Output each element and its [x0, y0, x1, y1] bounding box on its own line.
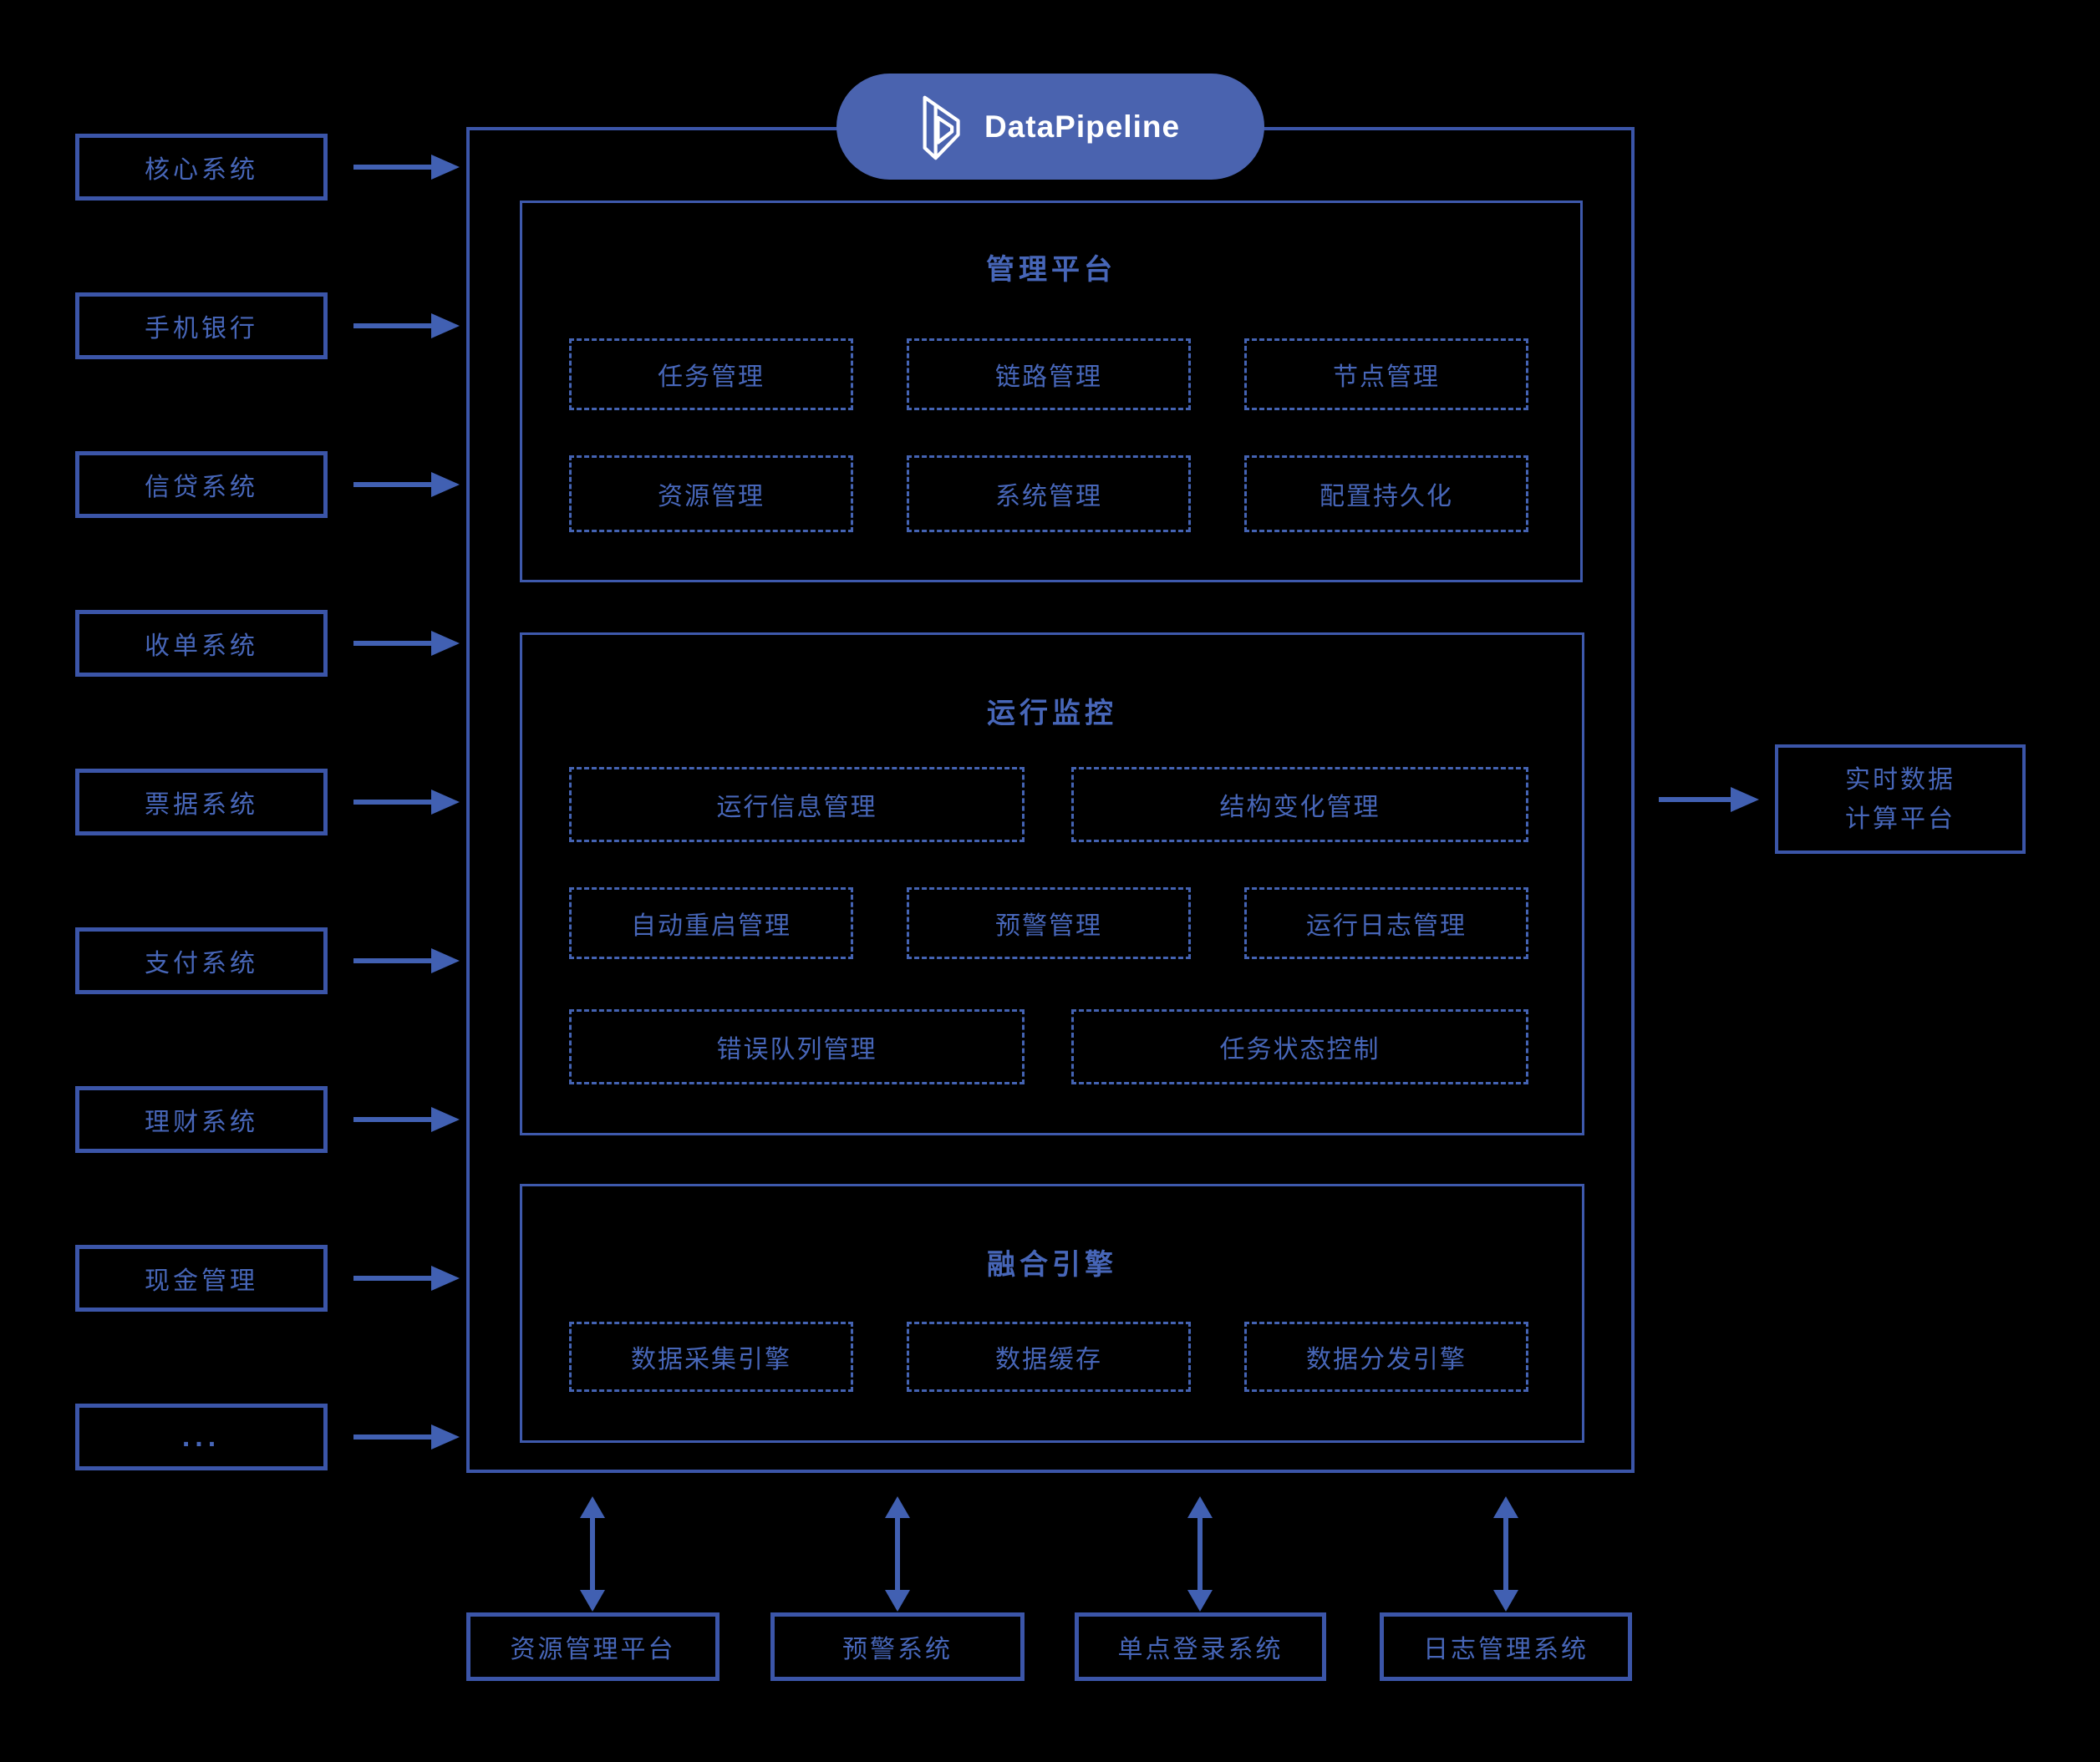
brand-pill: DataPipeline: [836, 74, 1264, 180]
source-box-bill-system: 票据系统: [75, 769, 328, 835]
section-title: 融合引擎: [987, 1249, 1117, 1281]
arrow-shaft: [353, 482, 433, 487]
feature-box-data-cache: 数据缓存: [907, 1322, 1191, 1392]
section-management-platform: 管理平台 任务管理 链路管理 节点管理 资源管理 系统管理 配置持久化: [520, 201, 1583, 582]
arrow-shaft: [1659, 797, 1732, 802]
arrow-shaft: [353, 1117, 433, 1122]
bottom-box-log-management-system: 日志管理系统: [1380, 1612, 1632, 1681]
target-arrow: [1659, 787, 1765, 812]
source-arrow-1: [353, 155, 460, 180]
bottom-arrow-4: [1493, 1496, 1518, 1612]
section-title: 运行监控: [987, 698, 1117, 729]
arrow-head-up-icon: [1493, 1496, 1518, 1518]
feature-box-data-collection-engine: 数据采集引擎: [569, 1322, 853, 1392]
brand-name: DataPipeline: [984, 109, 1181, 144]
source-box-payment-system: 支付系统: [75, 927, 328, 994]
source-arrow-4: [353, 631, 460, 656]
feature-box-error-queue-management: 错误队列管理: [569, 1009, 1025, 1084]
feature-box-node-management: 节点管理: [1244, 338, 1528, 410]
source-box-acquiring-system: 收单系统: [75, 610, 328, 677]
feature-box-alert-management: 预警管理: [907, 887, 1191, 959]
target-line-2: 计算平台: [1845, 805, 1955, 833]
source-arrow-2: [353, 313, 460, 338]
source-box-wealth-system: 理财系统: [75, 1086, 328, 1153]
bottom-arrow-3: [1187, 1496, 1213, 1612]
target-line-1: 实时数据: [1845, 765, 1955, 794]
feature-box-resource-management: 资源管理: [569, 455, 853, 532]
arrow-shaft: [353, 1276, 433, 1281]
arrow-shaft: [895, 1515, 900, 1593]
arrow-head-icon: [431, 1266, 460, 1291]
arrow-head-icon: [431, 1107, 460, 1132]
bottom-arrow-2: [885, 1496, 910, 1612]
target-box-realtime-computing-platform: 实时数据 计算平台: [1775, 744, 2026, 854]
arrow-shaft: [1503, 1515, 1508, 1593]
datapipeline-logo-icon: [923, 95, 960, 160]
arrow-head-up-icon: [1187, 1496, 1213, 1518]
arrow-head-icon: [431, 948, 460, 973]
arrow-shaft: [353, 958, 433, 963]
arrow-head-up-icon: [885, 1496, 910, 1518]
section-title: 管理平台: [986, 254, 1116, 286]
arrow-head-icon: [431, 313, 460, 338]
arrow-head-icon: [431, 472, 460, 497]
arrow-head-icon: [431, 631, 460, 656]
arrow-head-down-icon: [1493, 1590, 1518, 1612]
arrow-shaft: [1197, 1515, 1203, 1593]
bottom-arrow-1: [580, 1496, 605, 1612]
bottom-box-single-sign-on-system: 单点登录系统: [1075, 1612, 1326, 1681]
source-arrow-3: [353, 472, 460, 497]
arrow-shaft: [353, 165, 433, 170]
arrow-head-up-icon: [580, 1496, 605, 1518]
feature-box-config-persistence: 配置持久化: [1244, 455, 1528, 532]
arrow-shaft: [353, 1434, 433, 1440]
source-box-mobile-banking: 手机银行: [75, 292, 328, 359]
section-operation-monitoring: 运行监控 运行信息管理 结构变化管理 自动重启管理 预警管理 运行日志管理 错误…: [520, 632, 1584, 1135]
arrow-head-down-icon: [580, 1590, 605, 1612]
arrow-shaft: [353, 641, 433, 646]
feature-box-auto-restart-management: 自动重启管理: [569, 887, 853, 959]
arrow-head-icon: [431, 1424, 460, 1450]
bottom-box-alert-system: 预警系统: [770, 1612, 1025, 1681]
source-box-cash-management: 现金管理: [75, 1245, 328, 1312]
arrow-head-down-icon: [1187, 1590, 1213, 1612]
arrow-shaft: [353, 323, 433, 328]
arrow-shaft: [353, 800, 433, 805]
source-arrow-9: [353, 1424, 460, 1450]
feature-box-task-management: 任务管理: [569, 338, 853, 410]
feature-box-runtime-log-management: 运行日志管理: [1244, 887, 1528, 959]
source-arrow-7: [353, 1107, 460, 1132]
feature-box-link-management: 链路管理: [907, 338, 1191, 410]
feature-box-structure-change-management: 结构变化管理: [1071, 767, 1528, 842]
feature-box-task-status-control: 任务状态控制: [1071, 1009, 1528, 1084]
source-arrow-5: [353, 790, 460, 815]
source-arrow-6: [353, 948, 460, 973]
arrow-head-icon: [431, 155, 460, 180]
source-box-core-system: 核心系统: [75, 134, 328, 201]
section-fusion-engine: 融合引擎 数据采集引擎 数据缓存 数据分发引擎: [520, 1184, 1584, 1443]
source-box-credit-system: 信贷系统: [75, 451, 328, 518]
arrow-shaft: [590, 1515, 595, 1593]
source-arrow-8: [353, 1266, 460, 1291]
arrow-head-down-icon: [885, 1590, 910, 1612]
source-box-ellipsis: ...: [75, 1404, 328, 1470]
arrow-head-icon: [1731, 787, 1759, 812]
feature-box-data-distribution-engine: 数据分发引擎: [1244, 1322, 1528, 1392]
feature-box-runtime-info-management: 运行信息管理: [569, 767, 1025, 842]
bottom-box-resource-management-platform: 资源管理平台: [466, 1612, 719, 1681]
feature-box-system-management: 系统管理: [907, 455, 1191, 532]
arrow-head-icon: [431, 790, 460, 815]
